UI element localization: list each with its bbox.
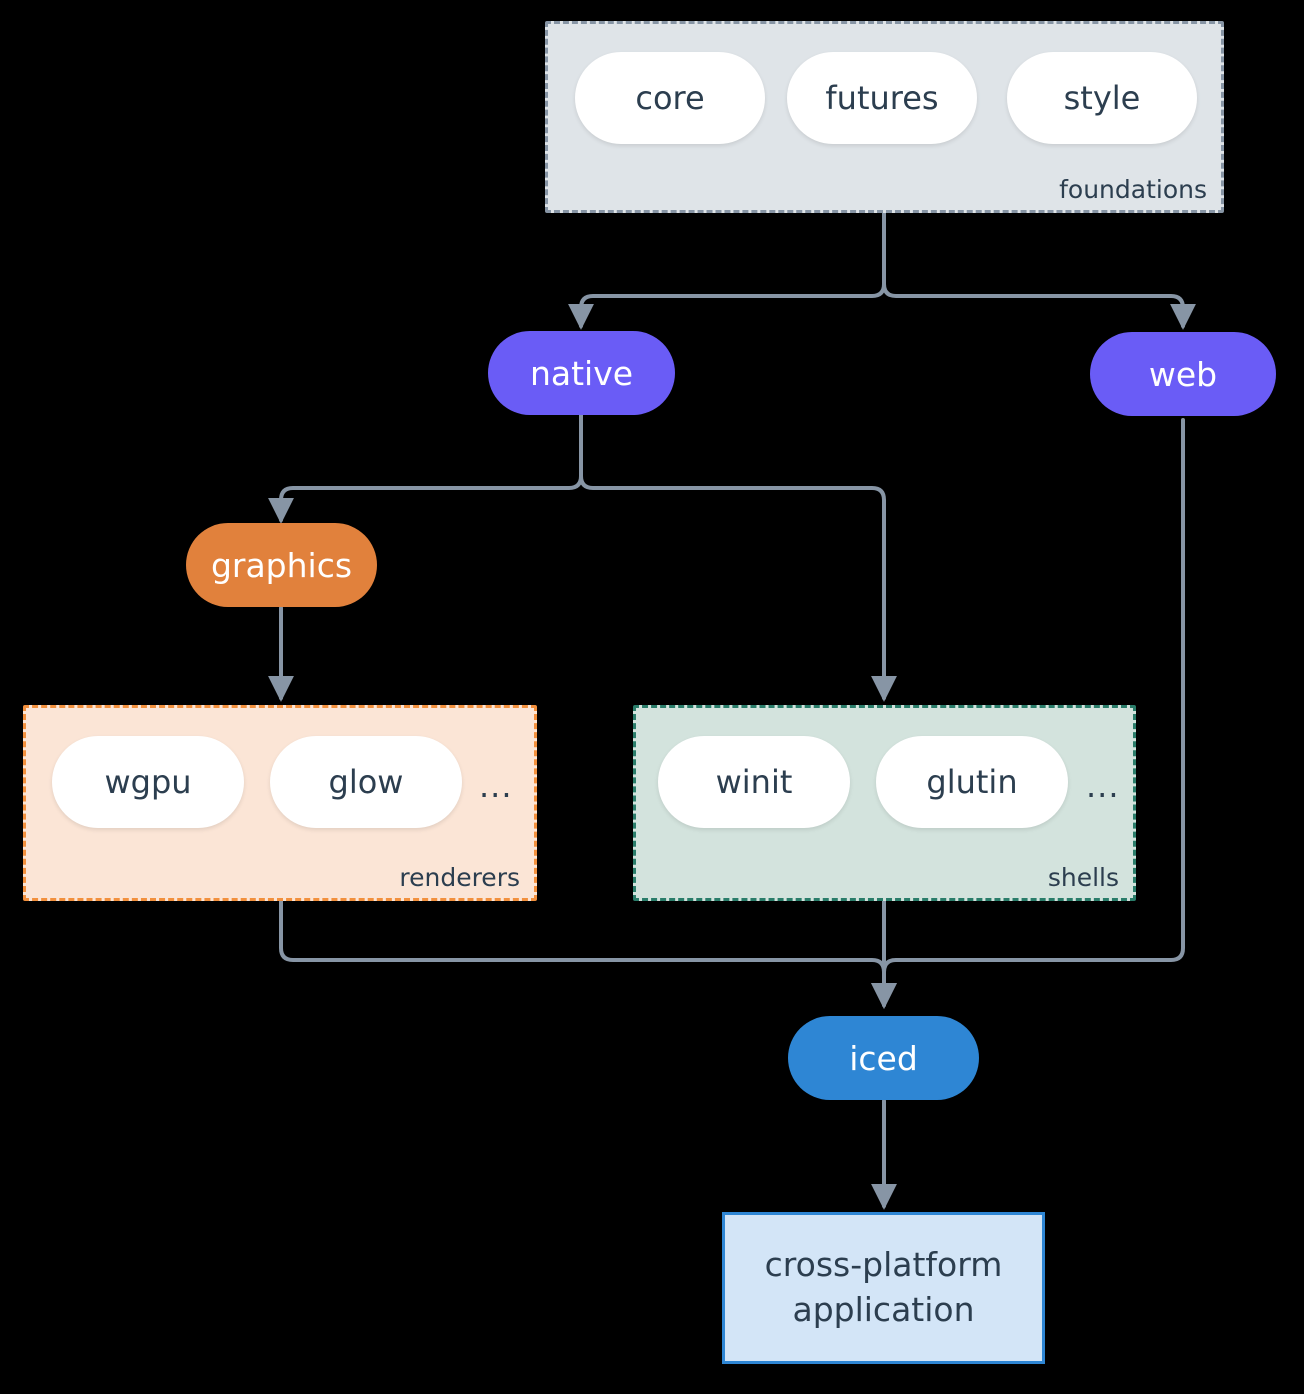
- edge-native-graphics: [268, 412, 583, 524]
- renderers-more-ellipsis: ...: [479, 767, 513, 805]
- node-glutin-label: glutin: [926, 763, 1018, 801]
- node-winit-label: winit: [715, 763, 793, 801]
- node-style-label: style: [1063, 79, 1141, 117]
- node-iced-label: iced: [849, 1038, 918, 1078]
- edge-foundations-native: [568, 211, 886, 330]
- node-core-label: core: [635, 79, 705, 117]
- edge-native-shells: [579, 412, 897, 702]
- node-native[interactable]: native: [488, 331, 675, 415]
- shells-more-ellipsis: ...: [1086, 767, 1120, 805]
- node-wgpu-label: wgpu: [104, 763, 192, 801]
- node-winit[interactable]: winit: [658, 736, 850, 828]
- node-style[interactable]: style: [1007, 52, 1197, 144]
- node-web-label: web: [1148, 354, 1218, 394]
- node-core[interactable]: core: [575, 52, 765, 144]
- node-glow[interactable]: glow: [270, 736, 462, 828]
- node-glutin[interactable]: glutin: [876, 736, 1068, 828]
- cluster-foundations: core futures style foundations: [545, 21, 1224, 213]
- edge-renderers-iced: [279, 899, 897, 1009]
- node-futures-label: futures: [825, 79, 939, 117]
- node-iced[interactable]: iced: [788, 1016, 979, 1100]
- cluster-shells: winit glutin ... shells: [633, 705, 1136, 901]
- node-cross-platform-application[interactable]: cross-platform application: [722, 1212, 1045, 1364]
- cluster-shells-label: shells: [1047, 863, 1119, 892]
- cluster-renderers: wgpu glow ... renderers: [23, 705, 537, 901]
- cluster-foundations-label: foundations: [1059, 175, 1207, 204]
- node-futures[interactable]: futures: [787, 52, 977, 144]
- node-wgpu[interactable]: wgpu: [52, 736, 244, 828]
- application-label-line1: cross-platform: [764, 1245, 1003, 1285]
- node-web[interactable]: web: [1090, 332, 1276, 416]
- node-glow-label: glow: [328, 763, 404, 801]
- edge-foundations-web: [882, 211, 1196, 330]
- node-graphics-label: graphics: [210, 545, 353, 585]
- application-label-line2: application: [792, 1290, 975, 1329]
- node-graphics[interactable]: graphics: [186, 523, 377, 607]
- node-native-label: native: [529, 353, 634, 393]
- cluster-renderers-label: renderers: [399, 863, 520, 892]
